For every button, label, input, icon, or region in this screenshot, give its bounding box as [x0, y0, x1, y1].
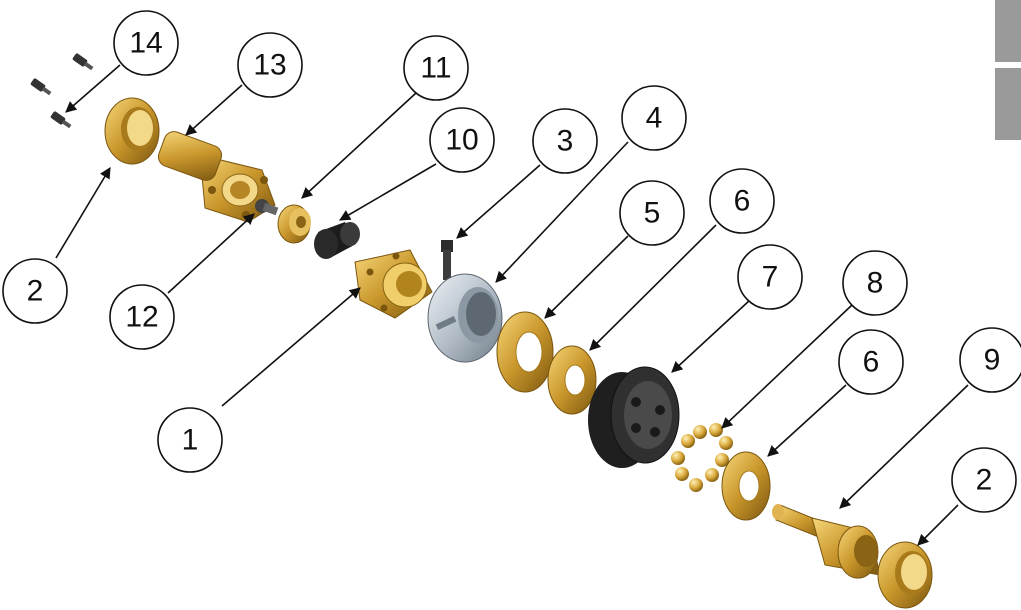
leader-3 [456, 164, 541, 239]
balloons: 14 13 11 10 3 4 5 6 [2, 10, 1021, 513]
balloon-4-label: 4 [646, 102, 663, 135]
part-6-washer-lower [721, 451, 771, 521]
part-5-washer [496, 311, 554, 393]
leader-7 [671, 299, 751, 373]
leader-14 [65, 64, 121, 113]
part-6-washer-upper [547, 345, 597, 415]
side-tab-top [995, 0, 1021, 62]
balloon-13: 13 [237, 32, 303, 98]
balloon-2a: 2 [2, 258, 68, 324]
balloon-12: 12 [109, 284, 175, 350]
balloon-9: 9 [959, 327, 1021, 393]
leader-4 [495, 141, 629, 283]
part-8-balls [671, 423, 733, 492]
balloon-12-label: 12 [125, 301, 158, 334]
balloon-6a-label: 6 [734, 185, 751, 218]
leader-9 [839, 384, 969, 509]
part-10-rubber-sleeve [314, 222, 360, 259]
balloon-7-label: 7 [762, 261, 779, 294]
side-tab-bottom [995, 68, 1021, 140]
leader-lines [55, 64, 969, 546]
balloon-5: 5 [619, 180, 685, 246]
balloon-8: 8 [842, 250, 908, 316]
part-4-steel-collar [427, 273, 503, 363]
balloon-6b-label: 6 [863, 346, 880, 379]
balloon-6a: 6 [709, 168, 775, 234]
part-11-bushing [277, 204, 311, 244]
leader-1 [221, 287, 361, 407]
part-7-timing-pulley [588, 366, 680, 468]
balloon-9-label: 9 [984, 344, 1001, 377]
part-14-screws [30, 53, 94, 129]
balloon-1-label: 1 [182, 424, 199, 457]
balloon-4: 4 [621, 85, 687, 151]
balloon-5-label: 5 [644, 197, 661, 230]
balloon-10: 10 [429, 107, 495, 173]
leader-5 [544, 235, 629, 319]
balloon-1: 1 [157, 407, 223, 473]
balloon-3-label: 3 [557, 125, 574, 158]
leader-10 [339, 163, 437, 221]
leader-2b [917, 504, 959, 546]
balloon-8-label: 8 [867, 267, 884, 300]
part-1-hub [354, 249, 433, 319]
balloon-2b-label: 2 [976, 464, 993, 497]
leader-11 [301, 92, 417, 199]
balloon-11: 11 [403, 35, 469, 101]
leader-6b [767, 384, 847, 457]
balloon-2a-label: 2 [27, 275, 44, 308]
balloon-6b: 6 [838, 329, 904, 395]
balloon-14-label: 14 [129, 27, 162, 60]
leader-13 [185, 84, 243, 136]
leader-8 [721, 304, 853, 429]
part-12-screw [255, 199, 279, 216]
balloon-13-label: 13 [253, 49, 286, 82]
part-9-shaft [772, 504, 881, 579]
part-2-ring-right [877, 541, 933, 609]
balloon-10-label: 10 [445, 124, 478, 157]
balloon-3: 3 [532, 108, 598, 174]
leader-6a [589, 224, 717, 351]
balloon-11-label: 11 [420, 52, 451, 85]
balloon-14: 14 [113, 10, 179, 76]
balloon-2b: 2 [951, 447, 1017, 513]
part-2-ring-left [104, 97, 160, 165]
leader-2a [55, 167, 111, 259]
balloon-7: 7 [737, 244, 803, 310]
part-3-cap-screw [441, 240, 453, 280]
leader-12 [167, 213, 255, 294]
